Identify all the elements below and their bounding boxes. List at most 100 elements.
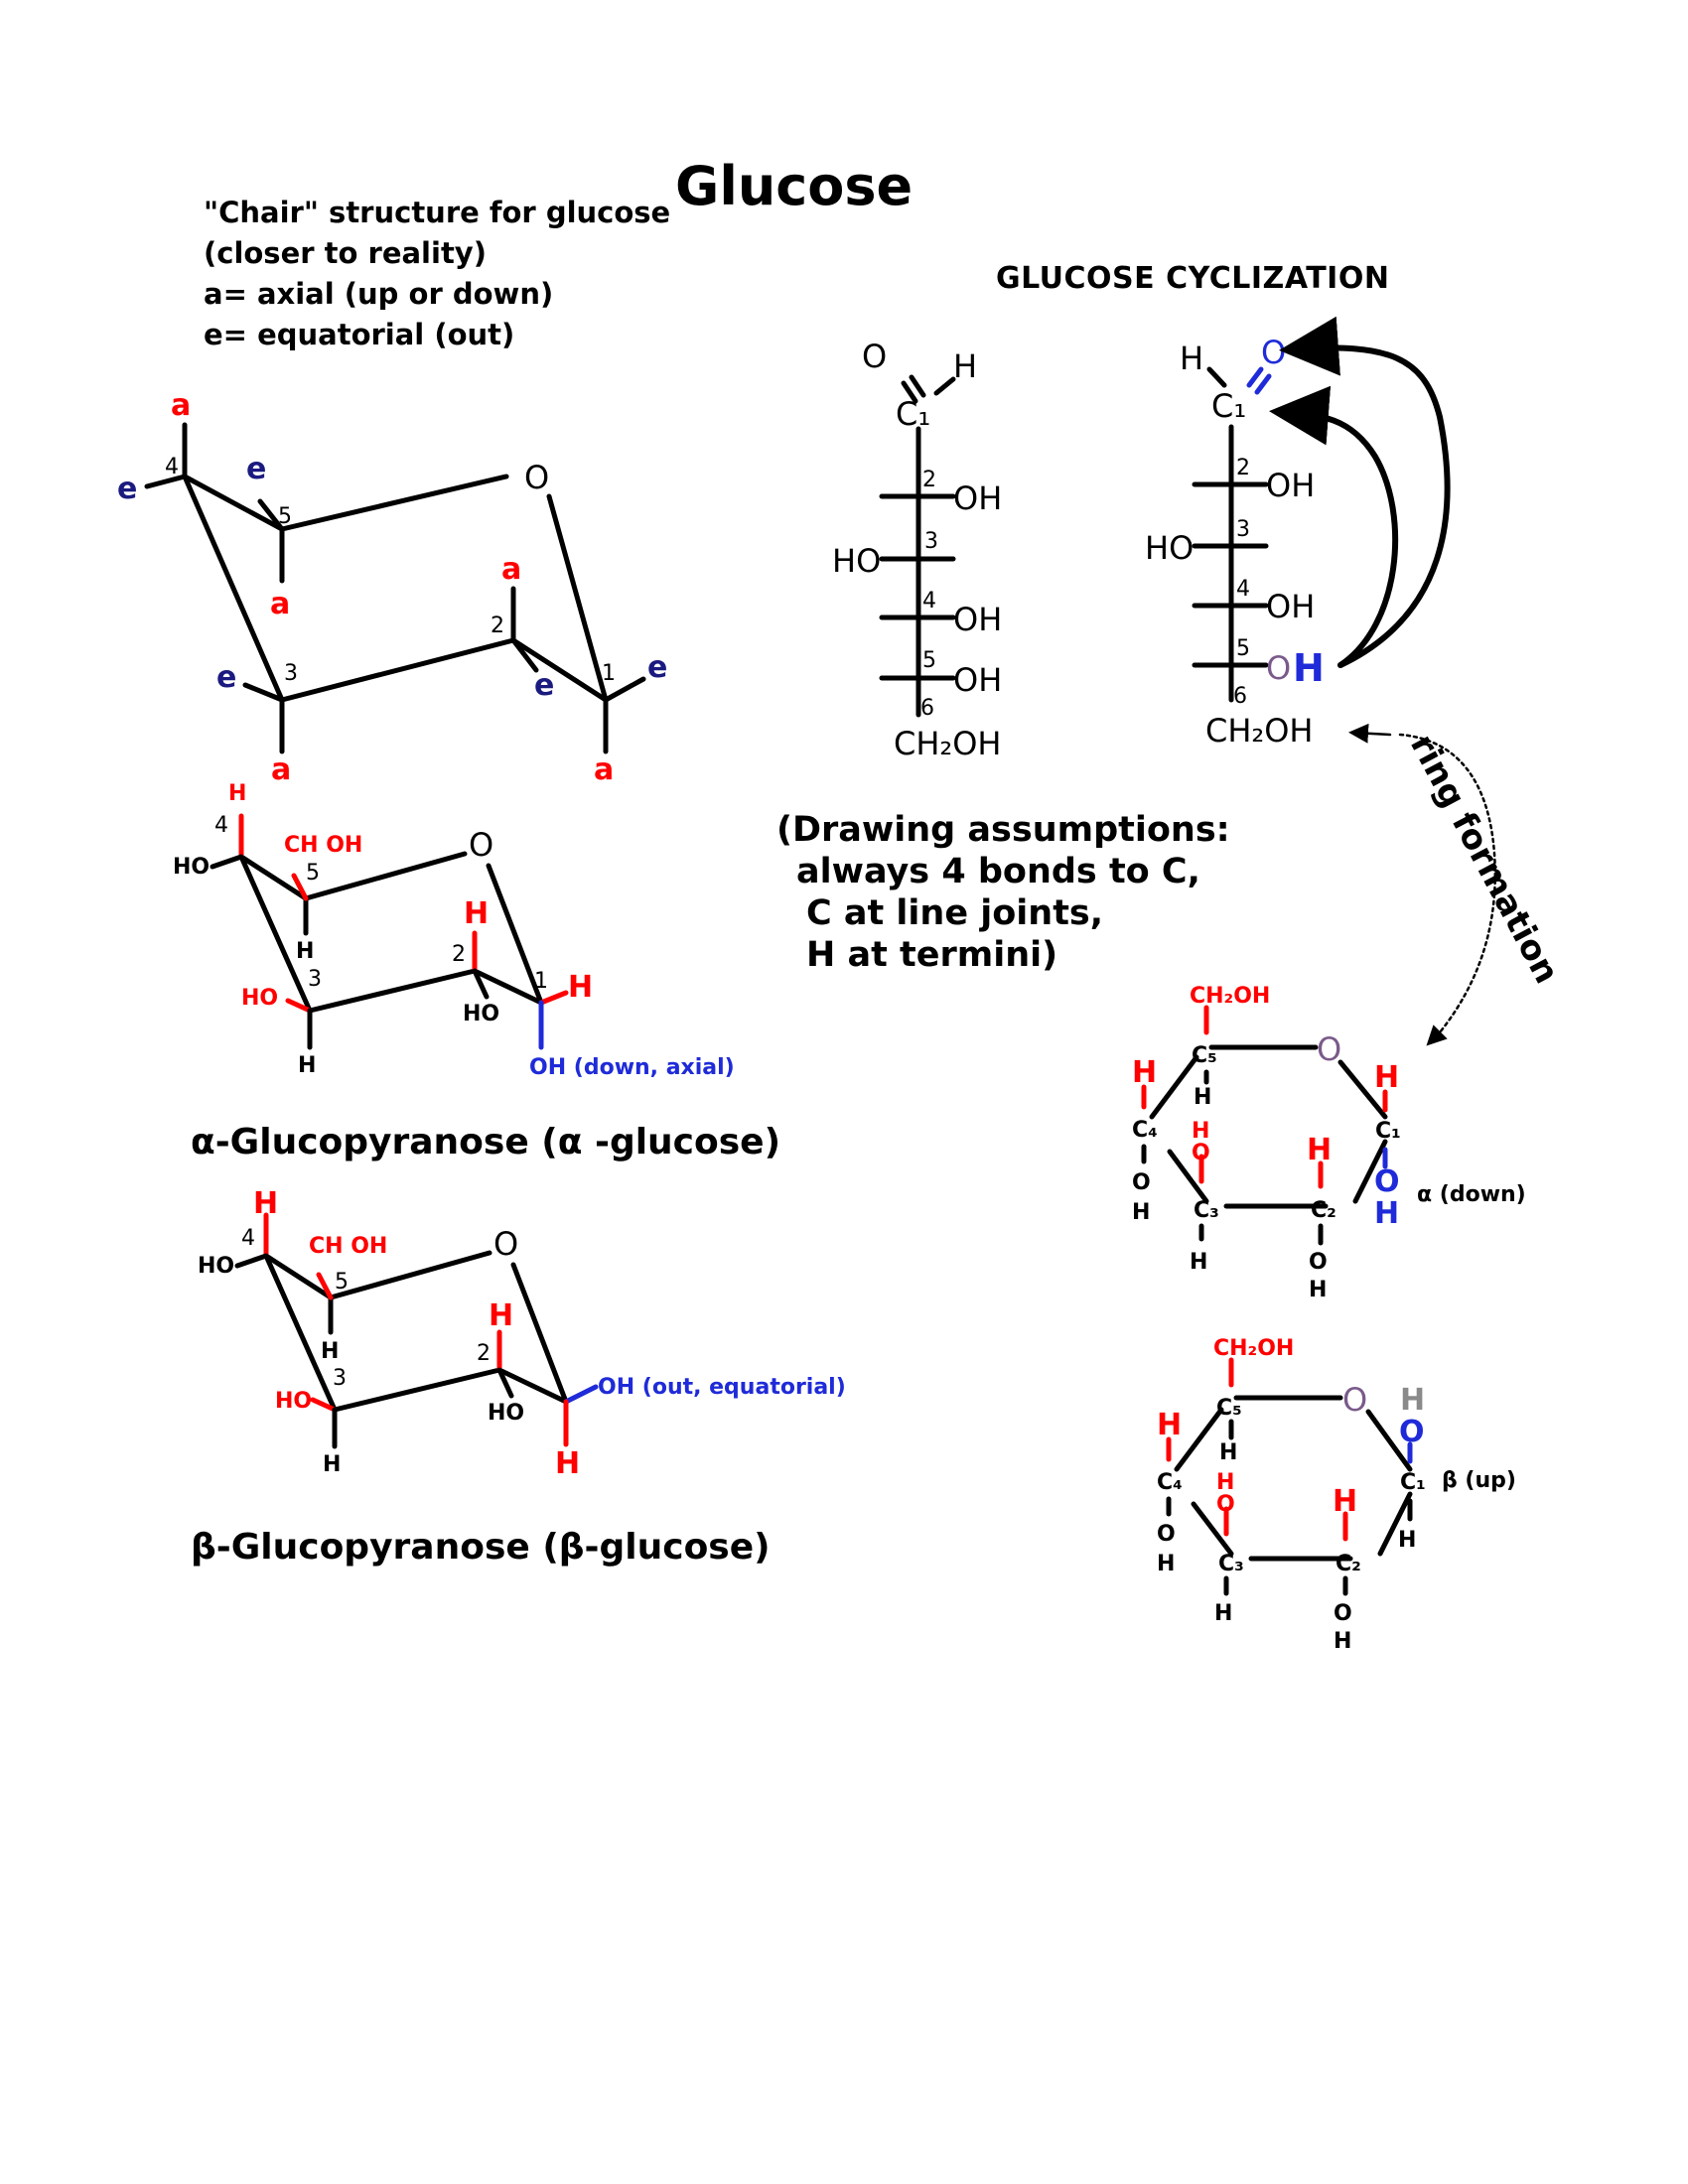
assumption-line-3: C at line joints, [806,893,1104,933]
bond-c1-oh [563,1384,599,1405]
linear-c4-oh: OH [953,601,1002,638]
ah-c5: C₅ [1192,1043,1217,1068]
eq-label-c4: e [117,472,137,506]
bh-c3-o: O [1216,1492,1235,1517]
cyc-num-4: 4 [1236,577,1250,602]
bond-c2-oh [472,968,490,1000]
beta-c3-ho: HO [275,1389,312,1414]
fischer-cyclizing-labels: H O C₁ 2 OH 3 HO 4 OH 5 O H 6 CH₂OH [1145,334,1325,750]
alpha-c3-h: H [298,1053,316,1078]
beta-chair-labels: H 4 HO CH OH 5 H O HO 3 H H 2 HO OH (out… [198,1186,846,1481]
cyc-ch2oh: CH₂OH [1205,712,1313,750]
bh-c3-h: H [1214,1601,1232,1626]
ah-c5-h: H [1194,1085,1211,1110]
beta-c2-oh: HO [488,1401,524,1426]
curved-arrow-outer [1279,316,1451,668]
alpha-ring-oxygen: O [469,826,493,864]
cyclization-heading: GLUCOSE CYCLIZATION [996,261,1390,296]
bh-c1-h: H [1398,1528,1416,1553]
linear-c3-ho: HO [832,542,881,580]
carbon-number-1: 1 [602,661,616,686]
ah-ch2oh: CH₂OH [1190,984,1270,1009]
bond-c3-oh [310,1397,338,1413]
ah-c4-oh-h: H [1132,1200,1150,1225]
beta-c3-h: H [323,1452,341,1477]
eq-bond-c2 [510,637,539,673]
bond-c4-c5 [1174,1407,1224,1472]
alpha-haworth [1141,1005,1388,1246]
fischer-cyclizing [1192,366,1272,703]
ah-c3-h: H [1190,1250,1207,1275]
bond-c4-oh [210,854,244,870]
beta-caption: β-Glucopyranose (β-glucose) [191,1527,771,1568]
ah-c1-o: O [1374,1164,1400,1199]
ah-c3-o: O [1192,1141,1210,1165]
double-bond-a [1246,366,1264,388]
bond-c5-o [279,474,509,532]
beta-c5-h: H [321,1339,339,1364]
alpha-number-1: 1 [534,969,548,994]
assumption-line-2: always 4 bonds to C, [796,852,1200,891]
bond-o-c1 [510,1262,569,1405]
bh-c5: C₅ [1216,1396,1242,1421]
linear-num-2: 2 [922,468,936,492]
chair-legend: "Chair" structure for glucose (closer to… [204,193,670,355]
cyc-aldehyde-oxygen: O [1261,334,1286,371]
ah-c4: C₄ [1132,1118,1158,1143]
ring-formation-arrow-top [1348,723,1392,744]
bh-c3: C₃ [1218,1552,1244,1576]
bh-c2-h: H [1333,1484,1357,1519]
eq-label-c3: e [216,660,236,695]
beta-c4-h: H [253,1186,278,1221]
alpha-chair [210,813,569,1050]
carbon-number-5: 5 [278,504,292,529]
bond-c2-c1 [472,968,544,1006]
linear-c5-oh: OH [953,661,1002,699]
ah-c4-h: H [1132,1055,1157,1090]
ah-c2: C₂ [1311,1198,1336,1223]
axial-label-c2: a [501,552,521,587]
ah-c1-oh-h: H [1374,1196,1399,1231]
assumption-line-1: (Drawing assumptions: [776,810,1230,850]
bh-ch2oh: CH₂OH [1213,1336,1294,1361]
alpha-number-5: 5 [306,861,320,886]
cyc-num-3: 3 [1236,517,1250,542]
bond-c4-c5 [182,474,285,532]
alpha-c2-h: H [464,896,489,931]
bh-c5-h: H [1219,1440,1237,1465]
curved-arrow-inner [1269,385,1399,668]
alpha-chair-labels: H 4 HO CH OH 5 H O HO 3 H H 2 HO 1 H OH … [173,781,735,1080]
beta-number-2: 2 [477,1341,491,1366]
bh-c4-o: O [1157,1522,1176,1547]
bond-c3-c2 [279,637,516,703]
bh-c1-o: O [1399,1415,1425,1449]
ah-c3-oh-h: H [1192,1119,1209,1144]
double-bond-a [909,374,926,398]
beta-oh-note: OH (out, equatorial) [598,1375,846,1400]
linear-c2-oh: OH [953,479,1002,517]
alpha-number-4: 4 [214,813,228,838]
alpha-haworth-labels: CH₂OH C₅ O H H C₄ O H H O C₃ H H C₂ O H … [1132,984,1526,1302]
ring-oxygen: O [524,459,549,496]
legend-line-4: e= equatorial (out) [204,318,515,351]
legend-line-1: "Chair" structure for glucose [204,196,671,229]
carbon-number-4: 4 [165,455,179,479]
beta-number-4: 4 [241,1226,255,1251]
bond-c3-c2 [307,968,478,1014]
bond-c4-c3 [182,474,285,703]
alpha-c5-ch2oh: CH OH [284,833,362,858]
bh-c4: C₄ [1157,1470,1183,1495]
bond-c4-oh [234,1253,269,1269]
beta-c1-h: H [555,1446,580,1481]
bond-c2-oh [496,1367,514,1399]
alpha-c3-ho: HO [241,986,278,1011]
bond-c4-c5 [1149,1054,1199,1120]
bond-c1-c2 [1352,1139,1388,1204]
bh-c1-oh-h: H [1400,1383,1425,1418]
eq-bond-c3 [242,682,285,703]
bond-o-c1 [1365,1409,1413,1472]
reaction-arrows [1269,316,1496,1046]
beta-c2-h: H [489,1298,513,1333]
